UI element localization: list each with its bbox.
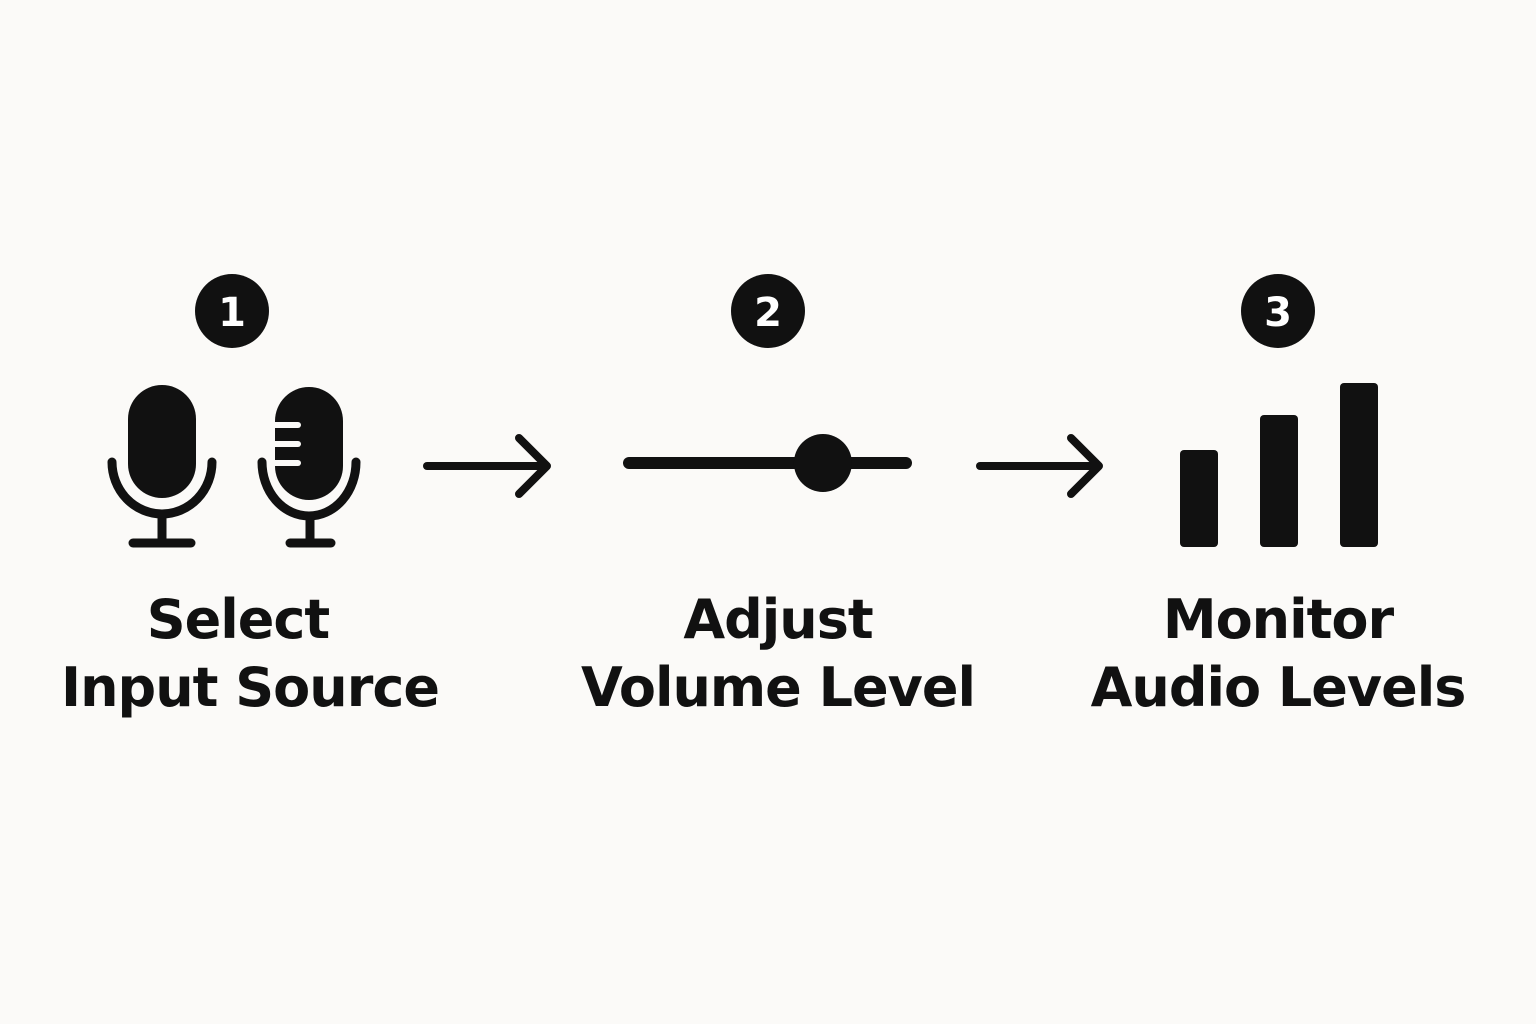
step-2-title: Adjust xyxy=(683,588,873,651)
arrow-right-icon xyxy=(423,434,551,498)
step-3-number: 3 xyxy=(1264,290,1292,336)
step-3-subtitle: Audio Levels xyxy=(1090,656,1467,719)
step-2-subtitle: Volume Level xyxy=(581,656,976,719)
step-1-title: Select xyxy=(146,588,330,651)
step-1-number: 1 xyxy=(218,290,246,336)
slider-knob[interactable] xyxy=(793,434,852,492)
arrow-right-icon xyxy=(976,434,1103,498)
step-3-label: Monitor Audio Levels xyxy=(1038,586,1518,722)
volume-slider[interactable] xyxy=(623,434,912,492)
microphone-grille-icon xyxy=(257,387,361,548)
step-1-subtitle: Input Source xyxy=(61,656,440,719)
step-2-badge: 2 xyxy=(731,274,805,348)
level-bars-icon xyxy=(1180,383,1378,547)
level-bar-mid xyxy=(1260,415,1298,547)
step-3-badge: 3 xyxy=(1241,274,1315,348)
step-2-number: 2 xyxy=(754,290,782,336)
step-3-title: Monitor xyxy=(1162,588,1394,651)
step-2-label: Adjust Volume Level xyxy=(538,586,1018,722)
level-bar-low xyxy=(1180,450,1218,547)
level-bar-high xyxy=(1340,383,1378,547)
step-1-label: Select Input Source xyxy=(10,586,490,722)
step-1-badge: 1 xyxy=(195,274,269,348)
microphone-icon xyxy=(107,385,217,548)
